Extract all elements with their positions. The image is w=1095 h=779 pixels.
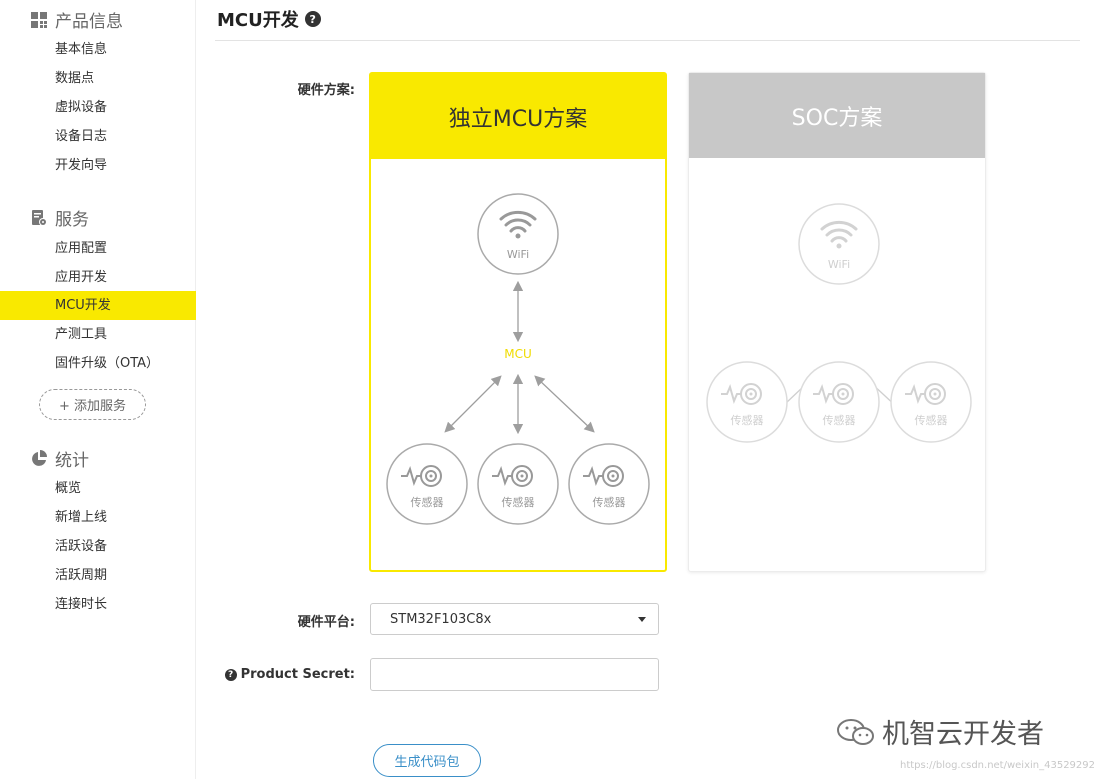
section-title: 统计 [55, 451, 89, 471]
sensor-label: 传感器 [411, 496, 444, 509]
sensor-node: 传感器 [477, 443, 559, 525]
page-title: MCU开发 ? [217, 6, 321, 32]
sensor-label: 传感器 [502, 496, 535, 509]
watermark-text: 机智云开发者 [882, 719, 1044, 750]
sidebar: 产品信息 基本信息 数据点 虚拟设备 设备日志 开发向导 服务 应用配置 应用开… [0, 0, 196, 779]
hardware-platform-value: STM32F103C8x [390, 611, 492, 627]
mcu-architecture-diagram: WiFi MCU 传感器 传感器 [386, 193, 650, 525]
sensor-label: 传感器 [593, 496, 626, 509]
arrow [444, 375, 502, 433]
sensor-node: 传感器 [386, 443, 468, 525]
wifi-node: WiFi [477, 193, 559, 275]
arrow [534, 375, 595, 433]
sidebar-item-mcu-dev[interactable]: MCU开发 [0, 291, 196, 320]
csdn-watermark: https://blog.csdn.net/weixin_43529292 [900, 760, 1095, 771]
mcu-label: MCU [504, 347, 532, 361]
sidebar-item-device-log[interactable]: 设备日志 [55, 129, 108, 144]
product-secret-label: ? Product Secret: [220, 667, 355, 682]
soc-solution-title: SOC方案 [689, 73, 985, 158]
sidebar-item-overview[interactable]: 概览 [55, 481, 82, 496]
sidebar-item-test-tool[interactable]: 产测工具 [55, 327, 108, 342]
section-title: 产品信息 [55, 12, 123, 32]
sensor-icon [905, 383, 946, 405]
sidebar-item-datapoints[interactable]: 数据点 [55, 71, 95, 86]
mcu-solution-card[interactable]: 独立MCU方案 WiFi MCU [369, 72, 667, 572]
sidebar-item-new-online[interactable]: 新增上线 [55, 510, 108, 525]
mcu-solution-title: 独立MCU方案 [371, 74, 665, 159]
section-services: 服务 [30, 205, 89, 230]
service-icon [32, 209, 47, 226]
sensor-icon [401, 465, 442, 487]
section-product-info: 产品信息 [30, 7, 123, 32]
product-secret-input[interactable] [370, 658, 659, 691]
wifi-icon [820, 220, 858, 243]
section-title: 服务 [55, 210, 89, 230]
sensor-label: 传感器 [915, 414, 948, 427]
sensor-node: 传感器 [568, 443, 650, 525]
hardware-platform-label: 硬件平台: [297, 615, 355, 630]
sensor-node: 传感器 [890, 361, 972, 443]
add-service-button[interactable]: + 添加服务 [39, 389, 146, 420]
section-statistics: 统计 [30, 446, 89, 471]
question-circle-icon[interactable]: ? [224, 668, 237, 681]
title-divider [215, 40, 1080, 41]
page-title-text: MCU开发 [217, 10, 299, 31]
sidebar-item-ota[interactable]: 固件升级（OTA） [55, 356, 160, 371]
wifi-label: WiFi [828, 258, 850, 271]
wechat-icon [837, 718, 874, 745]
sensor-label: 传感器 [731, 414, 764, 427]
question-circle-icon[interactable]: ? [304, 11, 321, 27]
sidebar-item-app-config[interactable]: 应用配置 [55, 241, 108, 256]
wifi-icon [499, 210, 537, 233]
sensor-node: 传感器 [798, 361, 880, 443]
sidebar-item-app-dev[interactable]: 应用开发 [55, 270, 108, 285]
hardware-solution-label: 硬件方案: [297, 83, 355, 98]
sensor-icon [583, 465, 624, 487]
sensor-icon [813, 383, 854, 405]
wifi-label: WiFi [507, 248, 529, 261]
sensor-icon [721, 383, 762, 405]
sidebar-item-connect-duration[interactable]: 连接时长 [55, 597, 108, 612]
soc-solution-card[interactable]: SOC方案 WiFi 传感器 [688, 72, 986, 572]
sensor-icon [492, 465, 533, 487]
sidebar-item-basic-info[interactable]: 基本信息 [55, 42, 108, 57]
sidebar-item-virtual-device[interactable]: 虚拟设备 [55, 100, 108, 115]
sensor-label: 传感器 [823, 414, 856, 427]
sidebar-item-dev-guide[interactable]: 开发向导 [55, 158, 108, 173]
hardware-platform-select[interactable]: STM32F103C8x [370, 603, 659, 635]
pie-chart-icon [32, 449, 47, 466]
grid-icon [31, 11, 47, 28]
sidebar-item-active-period[interactable]: 活跃周期 [55, 568, 108, 583]
sensor-node: 传感器 [706, 361, 788, 443]
soc-architecture-diagram: WiFi 传感器 传感器 [706, 203, 972, 443]
wifi-node: WiFi [798, 203, 880, 285]
sidebar-item-active-devices[interactable]: 活跃设备 [55, 539, 108, 554]
watermark: 机智云开发者 [836, 712, 1044, 751]
caret-down-icon [638, 617, 646, 622]
product-secret-label-text: Product Secret: [240, 667, 355, 682]
generate-code-button[interactable]: 生成代码包 [373, 744, 481, 777]
